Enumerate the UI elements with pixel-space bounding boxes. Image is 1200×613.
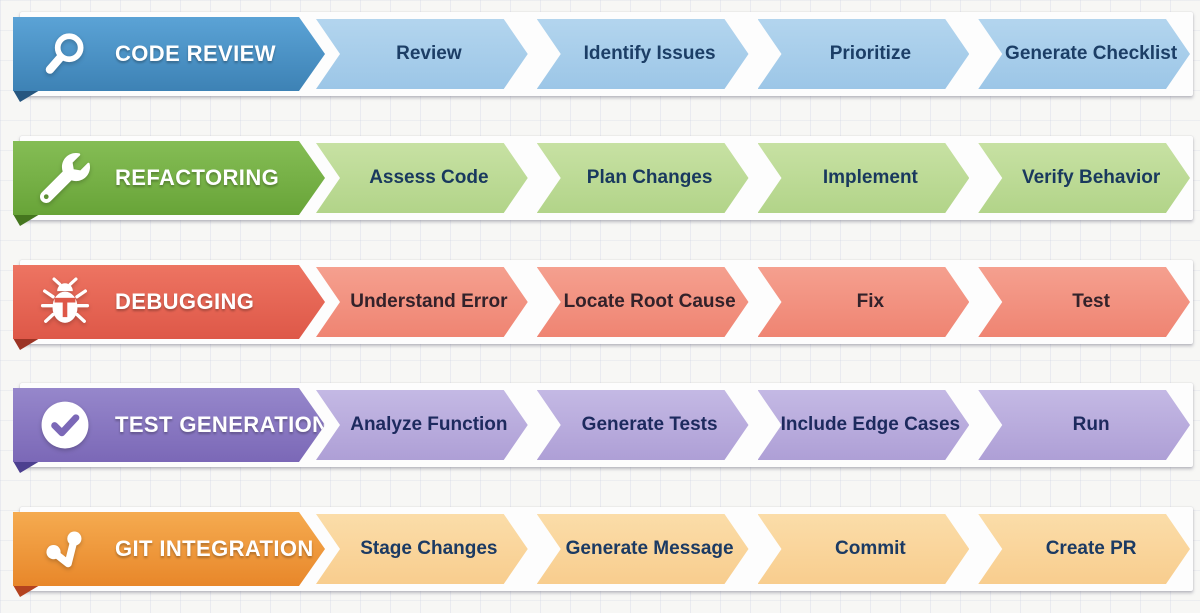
workflow-row: TEST GENERATION Analyze Function Generat… bbox=[13, 383, 1193, 473]
magnifier-icon bbox=[40, 29, 90, 79]
step-label: Understand Error bbox=[350, 291, 508, 312]
check-circle-icon bbox=[40, 400, 90, 450]
git-branch-icon bbox=[40, 524, 90, 574]
row-steps: Review Identify Issues Prioritize Genera… bbox=[316, 19, 1190, 89]
workflow-step: Analyze Function bbox=[316, 390, 528, 460]
row-header: DEBUGGING bbox=[13, 265, 325, 339]
step-label: Test bbox=[1072, 291, 1110, 312]
step-label: Include Edge Cases bbox=[780, 414, 961, 435]
workflow-step: Assess Code bbox=[316, 143, 528, 213]
step-label: Implement bbox=[822, 167, 918, 188]
workflow-step: Verify Behavior bbox=[978, 143, 1190, 213]
ribbon-fold bbox=[13, 338, 40, 350]
row-title: REFACTORING bbox=[115, 165, 280, 190]
workflow-step: Locate Root Cause bbox=[537, 267, 749, 337]
workflow-step: Implement bbox=[758, 143, 970, 213]
workflow-row: REFACTORING Assess Code Plan Changes Imp… bbox=[13, 136, 1193, 226]
workflow-step: Create PR bbox=[978, 514, 1190, 584]
row-header: REFACTORING bbox=[13, 141, 325, 215]
workflow-step: Stage Changes bbox=[316, 514, 528, 584]
row-title: CODE REVIEW bbox=[115, 41, 276, 66]
workflow-step: Generate Message bbox=[537, 514, 749, 584]
step-label: Assess Code bbox=[369, 167, 489, 188]
workflow-step: Run bbox=[978, 390, 1190, 460]
row-title: TEST GENERATION bbox=[115, 412, 329, 437]
step-label: Analyze Function bbox=[350, 414, 508, 435]
workflow-step: Fix bbox=[758, 267, 970, 337]
workflow-row: DEBUGGING Understand Error Locate Root C… bbox=[13, 260, 1193, 350]
workflow-step: Commit bbox=[758, 514, 970, 584]
step-label: Generate Tests bbox=[581, 414, 718, 435]
workflow-step: Generate Checklist bbox=[978, 19, 1190, 89]
wrench-icon bbox=[40, 153, 90, 203]
workflow-step: Review bbox=[316, 19, 528, 89]
workflow-step: Plan Changes bbox=[537, 143, 749, 213]
row-steps: Understand Error Locate Root Cause Fix T… bbox=[316, 267, 1190, 337]
step-label: Identify Issues bbox=[583, 43, 716, 64]
row-header: GIT INTEGRATION bbox=[13, 512, 325, 586]
row-steps: Analyze Function Generate Tests Include … bbox=[316, 390, 1190, 460]
row-header: CODE REVIEW bbox=[13, 17, 325, 91]
step-label: Review bbox=[396, 43, 462, 64]
workflow-step: Generate Tests bbox=[537, 390, 749, 460]
step-label: Plan Changes bbox=[586, 167, 713, 188]
step-label: Run bbox=[1072, 414, 1110, 435]
row-header: TEST GENERATION bbox=[13, 388, 325, 462]
workflow-step: Prioritize bbox=[758, 19, 970, 89]
step-label: Stage Changes bbox=[360, 538, 498, 559]
step-label: Fix bbox=[856, 291, 885, 312]
ribbon-fold bbox=[13, 461, 40, 473]
step-label: Commit bbox=[835, 538, 906, 559]
workflow-row: GIT INTEGRATION Stage Changes Generate M… bbox=[13, 507, 1193, 597]
step-label: Locate Root Cause bbox=[563, 291, 736, 312]
row-steps: Stage Changes Generate Message Commit Cr… bbox=[316, 514, 1190, 584]
step-label: Prioritize bbox=[829, 43, 912, 64]
workflow-row: CODE REVIEW Review Identify Issues Prior… bbox=[13, 12, 1193, 102]
ribbon-fold bbox=[13, 90, 40, 102]
step-label: Generate Checklist bbox=[1005, 43, 1178, 64]
workflow-step: Test bbox=[978, 267, 1190, 337]
step-label: Generate Message bbox=[565, 538, 734, 559]
workflow-step: Understand Error bbox=[316, 267, 528, 337]
workflow-step: Identify Issues bbox=[537, 19, 749, 89]
bug-icon bbox=[40, 277, 90, 327]
step-label: Create PR bbox=[1045, 538, 1137, 559]
workflow-step: Include Edge Cases bbox=[758, 390, 970, 460]
row-title: DEBUGGING bbox=[115, 289, 255, 314]
row-title: GIT INTEGRATION bbox=[115, 536, 314, 561]
ribbon-fold bbox=[13, 214, 40, 226]
step-label: Verify Behavior bbox=[1021, 167, 1161, 188]
row-steps: Assess Code Plan Changes Implement Verif… bbox=[316, 143, 1190, 213]
ribbon-fold bbox=[13, 585, 40, 597]
